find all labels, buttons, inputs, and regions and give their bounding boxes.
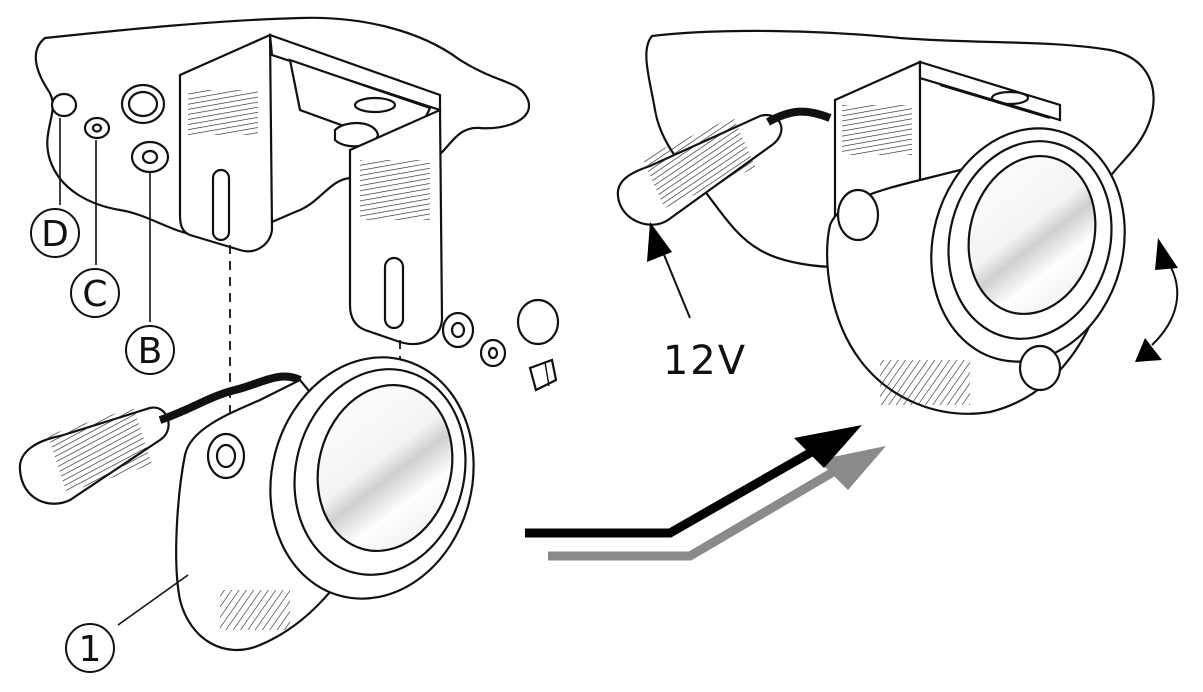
voltage-label: 12V — [663, 338, 747, 384]
arrow-main — [525, 446, 818, 538]
callout-c: C — [70, 268, 120, 318]
callout-d: D — [30, 208, 80, 258]
bracket-right-leg — [348, 108, 444, 346]
callout-b-label: B — [138, 331, 163, 372]
arrow-shadow — [548, 464, 843, 561]
part-c-washer — [83, 116, 111, 140]
callout-d-label: D — [41, 214, 69, 255]
rotation-arc — [1151, 261, 1179, 346]
callout-1-label: 1 — [79, 629, 102, 670]
callout-c-label: C — [82, 274, 107, 315]
lamp-housing-right — [825, 127, 1126, 415]
process-arrow — [525, 425, 886, 561]
callout-1: 1 — [65, 623, 115, 673]
part-washer-large — [120, 83, 166, 125]
lamp-housing-left — [175, 356, 475, 651]
assembled-view — [616, 29, 1179, 415]
bracket-left-leg — [178, 33, 274, 253]
part-d-cap — [50, 92, 78, 118]
callout-b: B — [125, 325, 175, 375]
part-b-nut — [130, 140, 170, 174]
exploded-assembly — [18, 16, 560, 651]
voltage-pointer — [647, 222, 672, 262]
